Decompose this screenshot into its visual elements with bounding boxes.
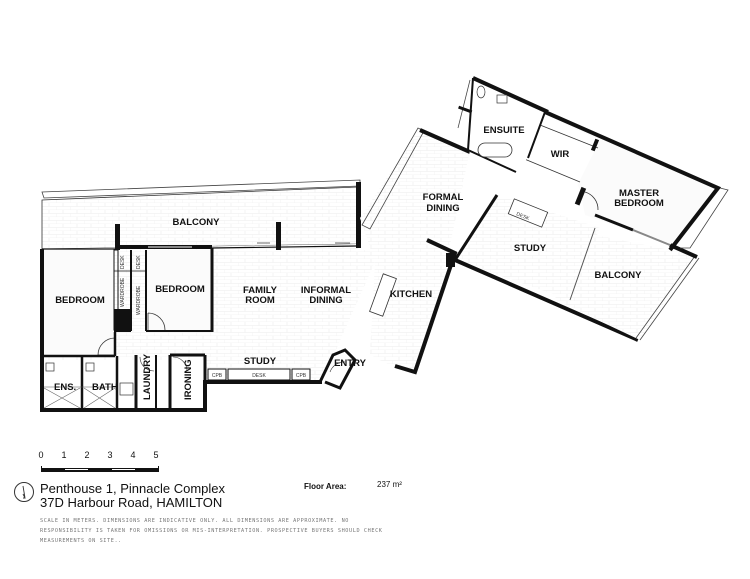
label-wardrobe-2: WARDROBE (136, 285, 142, 315)
label-family-room-1: FAMILY (243, 285, 278, 296)
label-kitchen: KITCHEN (390, 289, 432, 300)
label-master-bedroom-1: MASTER (619, 188, 659, 199)
label-ensuite: ENSUITE (483, 125, 524, 136)
label-study-west: STUDY (244, 356, 277, 367)
label-wir: WIR (551, 149, 570, 160)
floor-area-label: Floor Area: (304, 482, 347, 491)
floor-plan: BALCONY BEDROOM BEDROOM FAMILY ROOM INFO… (40, 76, 729, 412)
label-informal-dining-1: INFORMAL (301, 285, 351, 296)
room-labels: BALCONY BEDROOM BEDROOM FAMILY ROOM INFO… (54, 125, 664, 400)
label-wardrobe-1: WARDROBE (120, 277, 126, 307)
label-bedroom-2: BEDROOM (155, 284, 205, 295)
label-ironing: IRONING (183, 359, 194, 400)
scale-tick: 0 (38, 450, 44, 460)
label-cpb-1: CPB (212, 373, 223, 379)
label-laundry: LAUNDRY (142, 353, 153, 400)
scale-bar (41, 466, 159, 472)
scale-ticks: 0 1 2 3 4 5 (38, 450, 163, 462)
north-arrow-icon (14, 482, 34, 502)
property-address: 37D Harbour Road, HAMILTON (40, 495, 223, 510)
west-wing (40, 179, 375, 412)
label-master-bedroom-2: BEDROOM (614, 198, 664, 209)
scale-tick: 2 (84, 450, 90, 460)
label-bedroom-1: BEDROOM (55, 295, 105, 306)
label-desk-1: DESK (120, 255, 126, 269)
label-cpb-2: CPB (296, 373, 307, 379)
label-entry: ENTRY (334, 358, 367, 369)
label-family-room-2: ROOM (245, 295, 275, 306)
scale-tick: 4 (130, 450, 136, 460)
fixture-labels: DESK DESK WARDROBE WARDROBE CPB DESK CPB… (120, 211, 531, 379)
label-balcony-west: BALCONY (173, 217, 221, 228)
scale-tick: 3 (107, 450, 113, 460)
label-ens: ENS. (54, 382, 76, 393)
label-informal-dining-2: DINING (309, 295, 342, 306)
scale-tick: 1 (61, 450, 67, 460)
label-study-east-desk: DESK (515, 211, 530, 222)
label-bath: BATH (92, 382, 118, 393)
label-balcony-east: BALCONY (595, 270, 643, 281)
label-desk-2: DESK (136, 255, 142, 269)
label-study-desk: DESK (252, 373, 266, 379)
disclaimer: Scale in meters. Dimensions are indicati… (40, 518, 383, 544)
property-title: Penthouse 1, Pinnacle Complex (40, 481, 226, 496)
scale-tick: 5 (153, 450, 159, 460)
label-formal-dining-1: FORMAL (423, 192, 464, 203)
plan-footer: 0 1 2 3 4 5 Penthouse 1, Pinnacle Comple… (0, 440, 750, 579)
floor-area-value: 237 m² (377, 480, 402, 489)
label-formal-dining-2: DINING (426, 203, 459, 214)
east-wing (360, 76, 729, 375)
label-study-east: STUDY (514, 243, 547, 254)
